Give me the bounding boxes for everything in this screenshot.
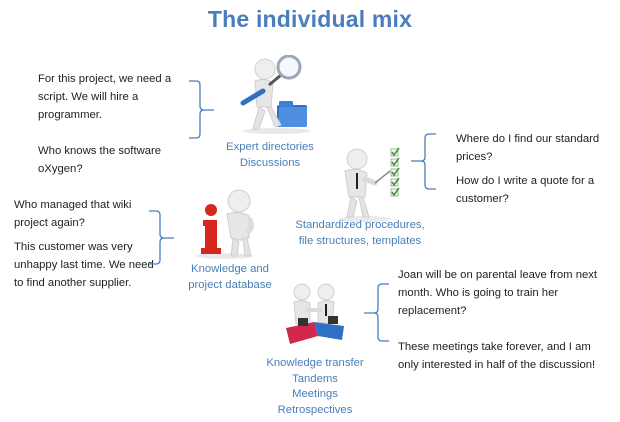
person-with-magnifier-and-folder-icon — [240, 55, 311, 134]
caption-line: Knowledge transfer — [266, 357, 364, 369]
quote-text: Joan will be on parental leave from next… — [398, 269, 598, 317]
caption-standard: Standardized procedures, file structures… — [295, 218, 425, 249]
quote-text: Who knows the software oXygen? — [38, 145, 162, 175]
caption-line: Discussions — [239, 156, 301, 169]
brace-standard — [411, 133, 436, 190]
caption-line: Expert directories — [226, 141, 314, 153]
diagram-title: The individual mix — [207, 6, 413, 32]
caption-line: Standardized procedures, — [295, 219, 425, 231]
quote-block-expert: For this project, we need a script. We w… — [38, 70, 186, 178]
caption-transfer: Knowledge transfer Tandems Meetings Retr… — [255, 356, 375, 418]
checklist-icon — [390, 147, 400, 197]
quote-text: Who managed that wiki project again? — [14, 199, 132, 229]
quote-text: How do I write a quote for a customer? — [456, 175, 595, 205]
person-pointing-at-checklist-icon — [339, 147, 400, 222]
caption-line: project database — [188, 278, 272, 291]
quote-block-database: Who managed that wiki project again? Thi… — [14, 196, 154, 292]
brace-expert — [189, 80, 214, 139]
person-leaning-on-info-sign-icon — [197, 189, 255, 259]
quote-block-standard: Where do I find our standard prices? How… — [456, 130, 606, 208]
caption-line: Tandems — [292, 372, 338, 385]
quote-block-transfer: Joan will be on parental leave from next… — [398, 266, 598, 374]
caption-line: Meetings — [292, 388, 338, 400]
people-shaking-hands-on-puzzle-icon — [286, 283, 344, 344]
caption-line: Knowledge and — [191, 263, 269, 275]
quote-text: For this project, we need a script. We w… — [38, 73, 172, 121]
caption-line: file structures, templates — [298, 234, 422, 247]
brace-database — [149, 210, 174, 265]
caption-database: Knowledge and project database — [170, 262, 290, 293]
quote-text: This customer was very unhappy last time… — [14, 241, 154, 289]
quote-text: These meetings take forever, and I am on… — [398, 341, 596, 371]
quote-text: Where do I find our standard prices? — [456, 133, 600, 163]
caption-expert: Expert directories Discussions — [210, 140, 330, 171]
caption-line: Retrospectives — [277, 403, 353, 416]
brace-transfer — [364, 283, 389, 342]
